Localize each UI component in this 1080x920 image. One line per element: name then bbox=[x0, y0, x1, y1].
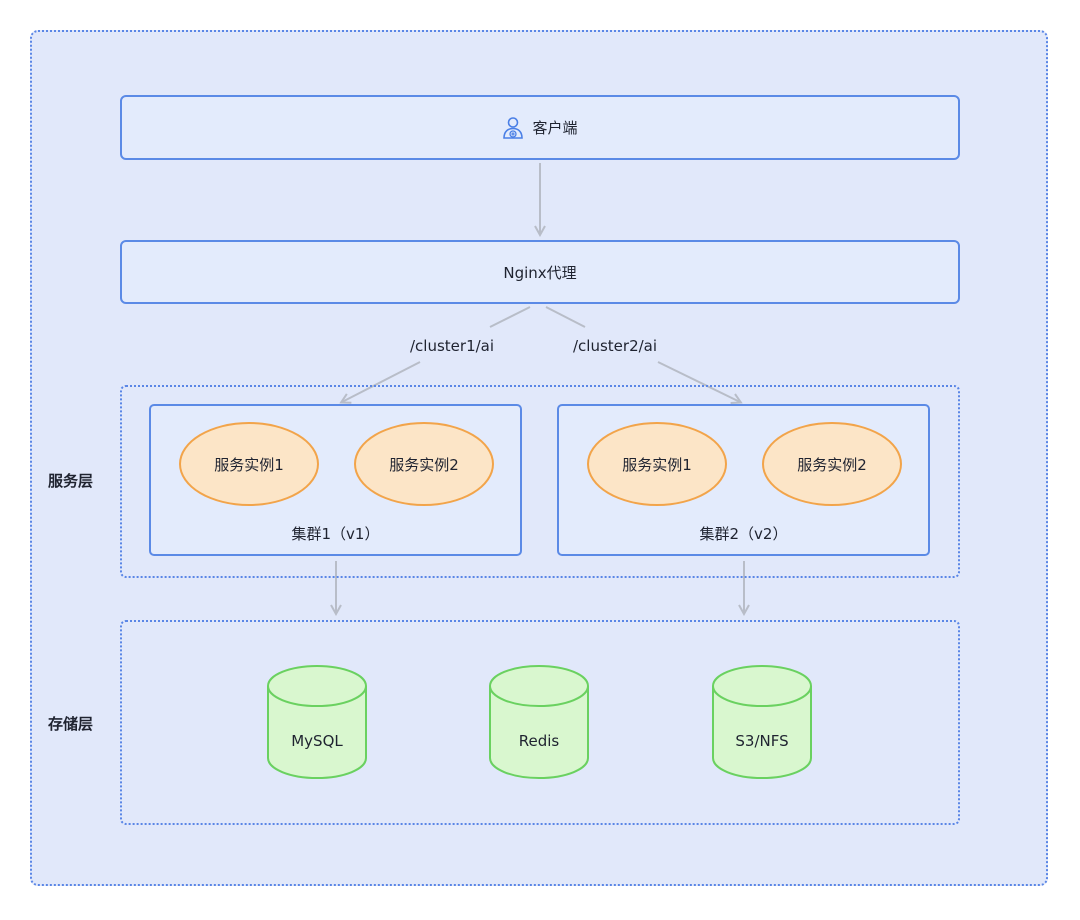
nginx-label: Nginx代理 bbox=[503, 263, 577, 282]
service-layer-label: 服务层 bbox=[48, 472, 94, 490]
cluster-2: 服务实例1 服务实例2 集群2（v2） bbox=[557, 404, 930, 556]
database-icon bbox=[712, 665, 812, 779]
database-label: MySQL bbox=[291, 732, 343, 750]
client-node: 客户端 bbox=[120, 95, 960, 160]
cluster-label: 集群2（v2） bbox=[699, 525, 788, 543]
client-label: 客户端 bbox=[532, 119, 578, 137]
storage-layer-label: 存储层 bbox=[48, 715, 94, 733]
database-label: Redis bbox=[518, 732, 560, 750]
user-icon bbox=[502, 116, 524, 140]
route-label-cluster2: /cluster2/ai bbox=[573, 337, 658, 355]
service-instance: 服务实例2 bbox=[354, 422, 494, 506]
database-label: S3/NFS bbox=[735, 732, 789, 750]
database-redis: Redis bbox=[488, 664, 590, 780]
service-instance: 服务实例2 bbox=[762, 422, 902, 506]
storage-layer-container bbox=[120, 620, 960, 825]
database-s3-nfs: S3/NFS bbox=[711, 664, 813, 780]
cluster-label: 集群1（v1） bbox=[291, 525, 380, 543]
nginx-proxy-node: Nginx代理 bbox=[120, 240, 960, 304]
route-label-cluster1: /cluster1/ai bbox=[410, 337, 495, 355]
cluster-1: 服务实例1 服务实例2 集群1（v1） bbox=[149, 404, 522, 556]
database-icon bbox=[489, 665, 589, 779]
database-mysql: MySQL bbox=[266, 664, 368, 780]
service-instance: 服务实例1 bbox=[587, 422, 727, 506]
service-layer-container bbox=[120, 385, 960, 578]
database-icon bbox=[267, 665, 367, 779]
service-instance: 服务实例1 bbox=[179, 422, 319, 506]
